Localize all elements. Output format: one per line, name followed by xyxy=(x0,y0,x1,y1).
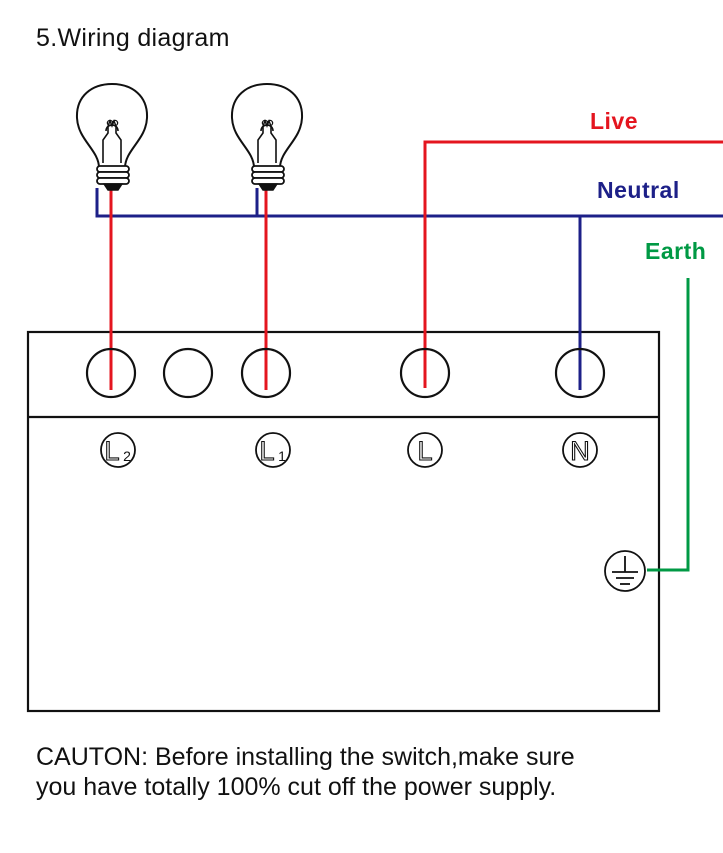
diagram-title: 5.Wiring diagram xyxy=(36,24,230,52)
caution-line-1: CAUTON: Before installing the switch,mak… xyxy=(36,743,575,771)
terminal-screw-N xyxy=(554,347,606,399)
terminal-mark-L1: L 1 xyxy=(255,432,291,468)
earth-label: Earth xyxy=(645,238,707,264)
terminal-mark-L2: L 2 xyxy=(100,432,136,468)
caution-line-2: you have totally 100% cut off the power … xyxy=(36,773,557,801)
light-bulb-icon xyxy=(230,82,304,191)
live-wire xyxy=(423,140,723,388)
terminal-letter: L xyxy=(104,436,119,466)
terminal-mark-L: L xyxy=(407,432,443,468)
switch-box xyxy=(26,330,661,713)
terminal-screw-L1 xyxy=(240,347,292,399)
neutral-label: Neutral xyxy=(597,177,680,203)
terminal-letter: L xyxy=(259,436,274,466)
terminal-mark-N: N xyxy=(562,432,598,468)
terminal-letter: L xyxy=(417,436,432,466)
terminal-screw-L xyxy=(399,347,451,399)
light-bulb-icon xyxy=(75,82,149,191)
terminal-subscript: 2 xyxy=(123,448,131,464)
caution-note: CAUTON: Before installing the switch,mak… xyxy=(36,742,716,802)
terminal-letter: N xyxy=(570,436,590,466)
neutral-wire xyxy=(95,188,723,218)
terminal-screw-L2 xyxy=(85,347,137,399)
earth-terminal-icon xyxy=(604,550,646,592)
terminal-screw-unused xyxy=(162,347,214,399)
earth-wire xyxy=(647,278,690,572)
live-label: Live xyxy=(590,108,639,134)
terminal-subscript: 1 xyxy=(278,448,286,464)
